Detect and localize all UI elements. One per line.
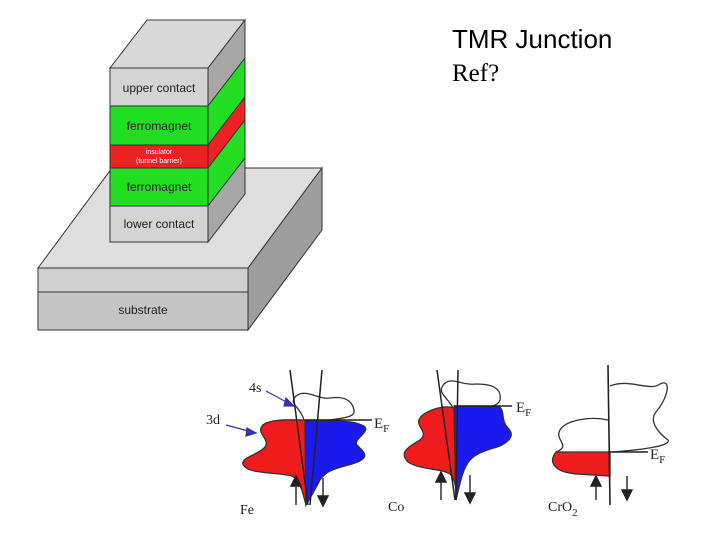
label-material-co: Co	[388, 500, 404, 515]
co-spin-up-arrow	[434, 470, 448, 500]
fe-spin-up-arrow	[289, 474, 303, 505]
cro2-axis	[607, 364, 611, 506]
slide-title: TMR Junction	[452, 24, 613, 54]
co-spin-down-arrow	[463, 475, 477, 505]
label-4s: 4s	[249, 381, 261, 396]
dos-co	[403, 369, 512, 505]
fe-axis-right	[309, 369, 323, 506]
label-material-cro2: CrO2	[548, 500, 578, 519]
fe-3d-spin-down	[304, 419, 367, 508]
label-insulator-line1: insulator	[146, 149, 173, 156]
dos-fe	[225, 369, 372, 508]
co-axis-right	[455, 369, 459, 501]
label-fermi-fe: EF	[374, 416, 389, 435]
cro2-spin-up-arrow	[589, 474, 603, 500]
fe-axis-left	[289, 369, 309, 506]
label-substrate: substrate	[118, 303, 168, 317]
layer-ferromagnet-top	[109, 105, 209, 146]
co-4s-band	[440, 380, 501, 411]
label-ferromagnet-top: ferromagnet	[127, 119, 192, 133]
co-3d-spin-down	[453, 405, 512, 501]
cro2-left-band	[555, 417, 609, 453]
cro2-upper-band	[609, 382, 669, 453]
label-fermi-co: EF	[516, 400, 531, 419]
cro2-spin-up	[552, 451, 611, 477]
platform-front	[37, 267, 249, 293]
dos-diagrams: 4s 3d EF EF EF Fe Co CrO2	[206, 364, 669, 519]
layer-ferromagnet-bottom	[109, 167, 209, 207]
layer-upper-contact	[109, 67, 209, 107]
substrate-layer	[37, 291, 249, 331]
co-3d-spin-up	[403, 406, 457, 501]
fe-spin-down-arrow	[316, 478, 330, 508]
dos-cro2	[552, 364, 669, 506]
label-insulator-line2: (tunnel barrier)	[136, 158, 182, 165]
fe-4s-pointer	[265, 390, 296, 407]
layer-lower-contact	[109, 205, 209, 243]
label-3d: 3d	[206, 413, 220, 428]
co-axis-left	[436, 369, 456, 501]
fe-4s-band	[292, 392, 355, 421]
slide-ref-note: Ref?	[452, 60, 500, 87]
label-material-fe: Fe	[240, 503, 254, 518]
fe-3d-pointer	[225, 424, 258, 437]
cro2-spin-down-arrow	[620, 476, 634, 502]
label-ferromagnet-bottom: ferromagnet	[127, 180, 192, 194]
label-lower-contact: lower contact	[124, 217, 195, 231]
tmr-stack-diagram	[37, 18, 323, 332]
label-upper-contact: upper contact	[123, 81, 196, 95]
label-fermi-cro2: EF	[650, 447, 665, 466]
